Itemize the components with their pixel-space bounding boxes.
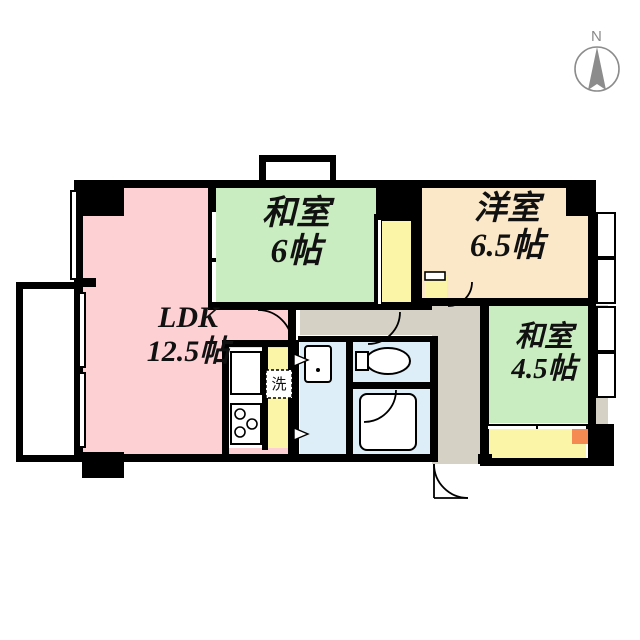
washitsu6-name: 和室 [262, 195, 330, 232]
wall-bottom-ldk [82, 454, 297, 462]
wall-top-a [82, 180, 382, 188]
yoshitsu-name: 洋室 [474, 191, 540, 227]
wall-w45-right [588, 298, 596, 466]
wall-right-yoshitsu [588, 180, 596, 305]
hallway-fill-2 [432, 305, 488, 463]
window-west-ldk-1 [70, 190, 78, 280]
wall-kitchen-right [292, 340, 299, 458]
yoshitsu-size: 6.5帖 [469, 227, 545, 264]
wall-top-c [420, 180, 596, 188]
window-bay-north [264, 160, 332, 182]
wall-bath-right [430, 336, 438, 462]
north-indicator [574, 46, 620, 92]
ldk-size: 12.5帖 [146, 334, 230, 368]
wall-washer-left [262, 346, 268, 450]
room-label-washitsu45: 和室 4.5帖 [492, 322, 596, 385]
room-label-washitsu6: 和室 6帖 [236, 196, 356, 269]
wall-top-bay-right [328, 155, 336, 183]
bath-fill [352, 388, 432, 455]
yoshitsu-fill [420, 180, 588, 302]
fusuma-line-washitsu6-b [212, 262, 216, 302]
wall-washroom-top [298, 336, 438, 342]
entrance-door[interactable] [433, 463, 469, 499]
ldk-name: LDK [158, 301, 218, 334]
room-label-yoshitsu: 洋室 6.5帖 [444, 192, 570, 263]
washitsu6-size: 6帖 [270, 232, 322, 270]
washer-label: 洗 [271, 377, 287, 393]
window-west-ldk-3 [78, 372, 86, 448]
wall-hall-bottom [288, 454, 438, 462]
closet-door-line-w45-b [538, 426, 586, 429]
wall-yoshitsu-bottom [414, 298, 596, 306]
window-east-yoshitsu-1 [596, 212, 616, 258]
washitsu45-accent [572, 428, 592, 444]
closet-door-line-w6 [378, 220, 381, 304]
north-label: N [591, 28, 602, 45]
balcony-west-left [16, 282, 23, 462]
window-west-ldk-2 [78, 292, 86, 368]
wall-top-bay-left [259, 155, 267, 183]
washitsu6-fill [215, 180, 377, 305]
wall-hall-bottom-b [478, 454, 492, 464]
wall-left-upper [74, 180, 83, 285]
wall-left-jog [74, 278, 96, 287]
wall-kitchen-left [222, 340, 229, 458]
wall-w45-bottom [480, 458, 596, 466]
washitsu45-size: 4.5帖 [511, 353, 577, 386]
wall-yoshitsu-left [414, 180, 422, 306]
balcony-west-bottom [16, 455, 78, 462]
balcony-west-top [16, 282, 78, 289]
washroom-fill [300, 340, 348, 455]
hallway-fill [300, 305, 432, 335]
entrance-fill [432, 440, 480, 464]
toilet-fill [352, 340, 432, 384]
wall-closet-w6-top [374, 214, 418, 221]
window-east-washitsu45-2 [596, 352, 616, 398]
room-label-ldk: LDK 12.5帖 [108, 302, 268, 367]
washitsu45-name: 和室 [514, 321, 573, 353]
window-east-yoshitsu-2 [596, 258, 616, 304]
yoshitsu-closet-fill-2 [425, 276, 447, 304]
wall-hall-top [288, 302, 432, 310]
wall-east-lower-outer [588, 424, 614, 466]
washitsu45-closet-fill [488, 428, 586, 462]
window-east-washitsu45-1 [596, 306, 616, 352]
wall-top-bay-top [259, 155, 336, 162]
wall-washitsu6-bottom [208, 302, 288, 310]
washitsu45-fill [488, 305, 590, 423]
wall-toilet-bottom [346, 382, 436, 389]
wall-bath-left [346, 340, 353, 458]
wall-w45-left [480, 298, 489, 466]
closet-door-line-w45 [488, 426, 536, 429]
fusuma-line-washitsu6 [212, 212, 216, 258]
